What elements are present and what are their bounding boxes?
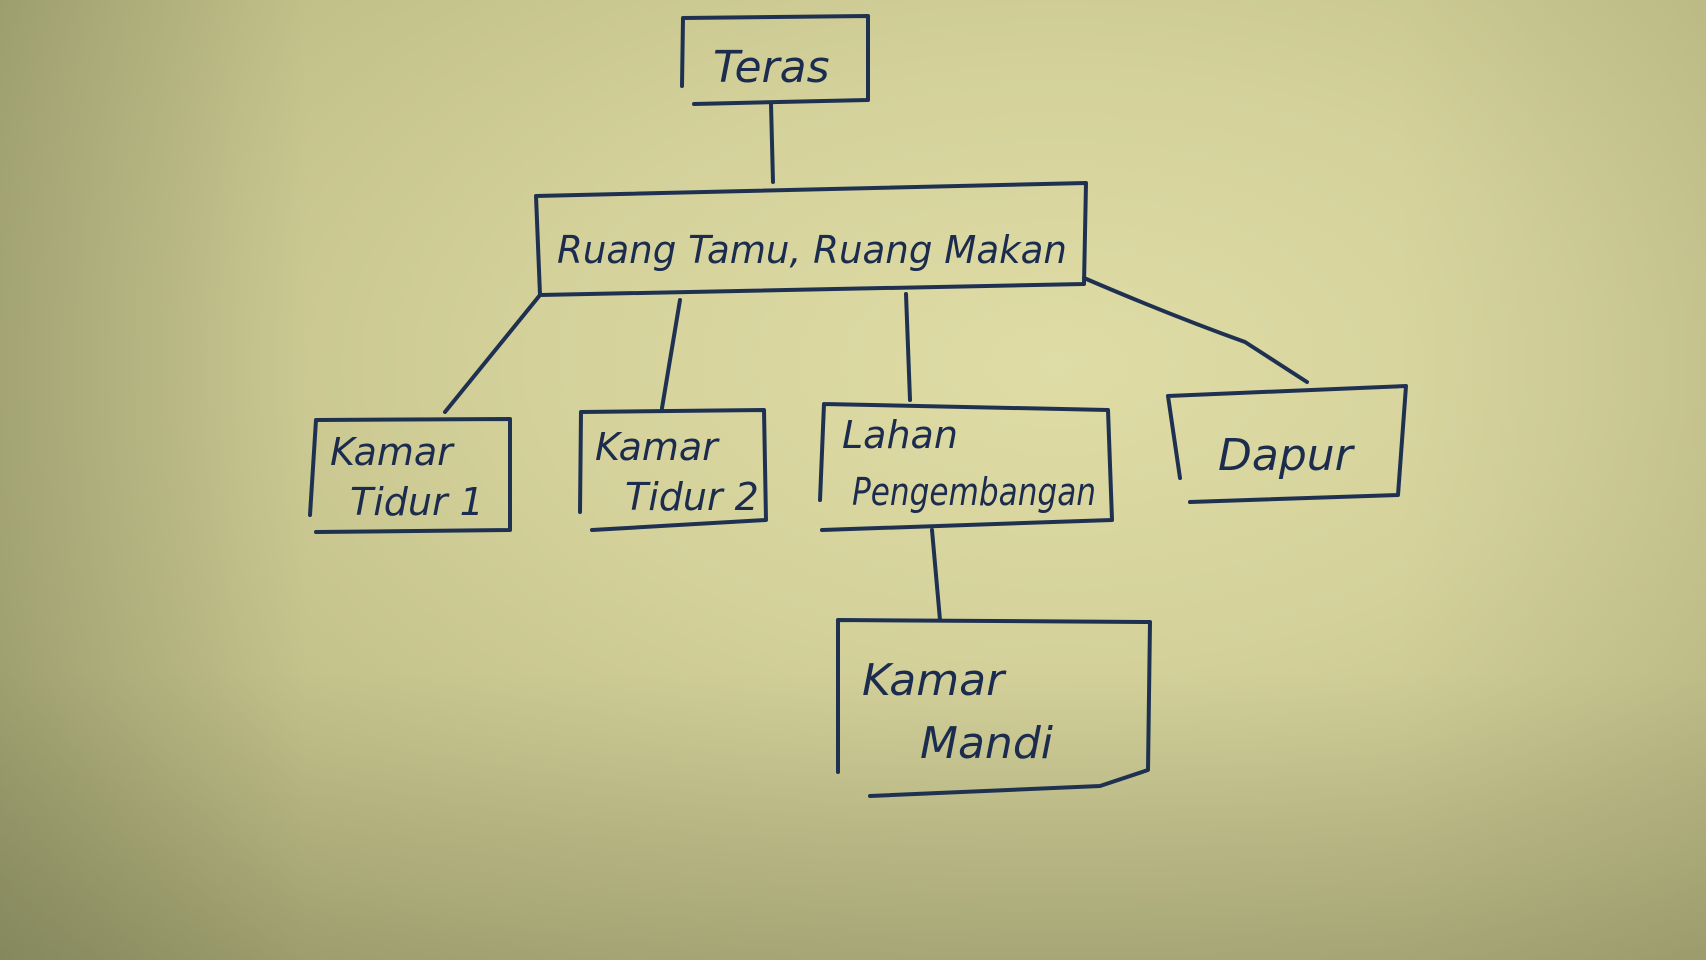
node-teras: Teras	[680, 14, 870, 106]
node-ruang-tamu-label: Ruang Tamu, Ruang Makan	[557, 228, 1067, 272]
edge-teras-ruang-tamu	[769, 102, 775, 184]
edge-ruang-tamu-lahan	[904, 292, 912, 402]
node-teras-label: Teras	[713, 42, 830, 93]
node-kamar-tidur-1: Kamar Tidur 1	[308, 417, 512, 534]
node-teras-box	[680, 14, 870, 106]
node-dapur: Dapur	[1166, 384, 1408, 504]
node-ruang-tamu-box	[534, 181, 1088, 297]
node-lahan-line2: Pengembangan	[852, 470, 1096, 514]
node-lahan-pengembangan: Lahan Pengembangan	[818, 402, 1114, 532]
edge-lahan-kamar-mandi	[930, 528, 942, 622]
node-kamar-tidur-2-box	[578, 408, 768, 532]
node-kamar-mandi-line1: Kamar	[862, 655, 1007, 706]
edge-ruang-tamu-dapur	[1082, 276, 1309, 384]
node-kamar-mandi: Kamar Mandi	[836, 618, 1152, 798]
node-kamar-tidur-1-box	[308, 417, 512, 534]
node-ruang-tamu: Ruang Tamu, Ruang Makan	[534, 181, 1088, 297]
node-kamar-tidur-1-line1: Kamar	[330, 430, 455, 474]
node-kamar-tidur-2-line2: Tidur 2	[625, 475, 759, 519]
node-lahan-line1: Lahan	[842, 413, 958, 457]
node-lahan-box	[818, 402, 1114, 532]
node-dapur-box	[1166, 384, 1408, 504]
node-kamar-tidur-2: Kamar Tidur 2	[578, 408, 768, 532]
node-kamar-mandi-box	[836, 618, 1152, 798]
edge-ruang-tamu-kamar-tidur-2	[660, 298, 682, 410]
edge-ruang-tamu-kamar-tidur-1	[443, 293, 542, 414]
node-kamar-tidur-1-line2: Tidur 1	[350, 480, 484, 524]
node-dapur-label: Dapur	[1218, 430, 1356, 481]
node-kamar-mandi-line2: Mandi	[920, 718, 1054, 769]
node-kamar-tidur-2-line1: Kamar	[595, 425, 720, 469]
